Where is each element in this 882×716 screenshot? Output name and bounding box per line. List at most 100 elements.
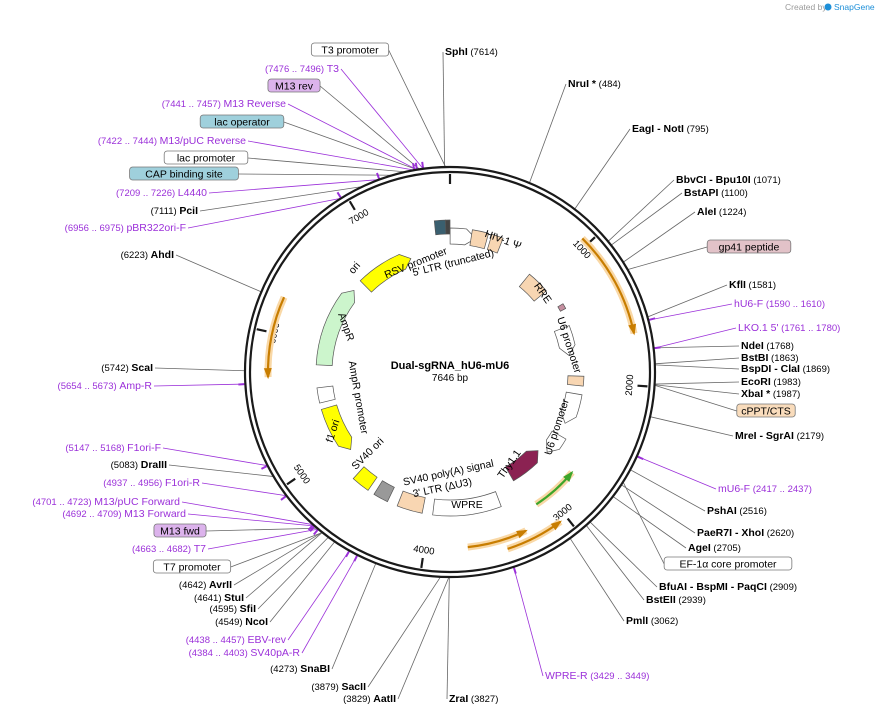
snapgene-logo-icon [824, 3, 832, 11]
site-leader-line [585, 525, 645, 601]
feature-label-ampr-promoter: AmpR promoter [346, 360, 371, 436]
feature-box-gp41-peptide: gp41 peptide [706, 239, 792, 254]
site-leader-line [175, 254, 262, 293]
site-label-stui: (4641) StuI [194, 592, 244, 604]
site-label-xbai: XbaI * (1987) [741, 388, 800, 400]
primer-binding-mark [280, 495, 287, 501]
feature-hu6-promoter-arrow [553, 325, 576, 356]
site-leader-line [442, 51, 446, 168]
primer-label-amp-r: (5654 .. 5673) Amp-R [58, 380, 153, 392]
site-leader-line [269, 541, 336, 623]
site-label-draiii: (5083) DraIII [111, 459, 167, 471]
site-leader-line [589, 521, 658, 588]
primer-leader-line [181, 501, 314, 526]
site-label-avrii: (4642) AvrII [179, 579, 232, 591]
site-leader-line [607, 179, 675, 242]
primer-label-mu6-f: mU6-F (2417 .. 2437) [718, 483, 812, 495]
tick-label: 7000 [347, 207, 371, 227]
feature-thy11-arrow [504, 450, 539, 482]
feature-block-lac [433, 219, 447, 236]
primer-leader-line [653, 327, 737, 349]
site-label-ncoi: (4549) NcoI [215, 616, 268, 628]
site-label-sphi: SphI (7614) [445, 46, 498, 58]
site-label-paer7i: PaeR7I - XhoI (2620) [697, 527, 794, 539]
backbone-inner [248, 170, 652, 574]
feature-hiv1-psi [486, 233, 504, 254]
orf-arc-green [534, 470, 575, 508]
site-leader-line [649, 416, 734, 437]
site-label-bbvci: BbvCI - Bpu10I (1071) [676, 174, 781, 186]
site-leader-line [622, 211, 696, 263]
site-label-aatii: (3829) AatII [343, 693, 396, 705]
site-leader-line [610, 192, 683, 246]
site-label-bspdi: BspDI - ClaI (1869) [741, 363, 830, 375]
feature-box-lac-operator: lac operator [199, 114, 285, 129]
tick-mark [286, 477, 296, 486]
feature-mu6-promoter-arrow [560, 391, 583, 424]
feature-box-t3-promoter: T3 promoter [310, 42, 390, 57]
site-label-bsteii: BstEII (2939) [646, 594, 706, 606]
feature-box-text: gp41 peptide [719, 242, 780, 254]
site-label-scai: (5742) ScaI [101, 362, 153, 374]
tick-label: 2000 [624, 374, 637, 396]
primer-binding-mark [637, 455, 644, 461]
primer-binding-mark [414, 162, 418, 169]
feature-block-t3 [445, 219, 451, 235]
site-leader-line [574, 128, 631, 210]
site-label-ndei: NdeI (1768) [741, 340, 794, 352]
site-leader-line [233, 531, 323, 586]
backbone-outer [243, 165, 657, 579]
feature-sv40-polya [373, 480, 395, 503]
site-label-pcii: (7111) PciI [151, 205, 198, 217]
plasmid-size: 7646 bp [432, 373, 469, 384]
primer-label-ebv-rev: (4438 .. 4457) EBV-rev [186, 634, 287, 646]
site-leader-line [654, 364, 740, 370]
site-leader-line [199, 186, 363, 212]
primer-binding-mark [260, 465, 268, 470]
site-label-bstapi: BstAPI (1100) [684, 187, 748, 199]
site-label-eagi: EagI - NotI (795) [632, 123, 709, 135]
feature-box-m13-fwd: M13 fwd [153, 523, 207, 538]
primer-leader-line [340, 68, 424, 170]
site-leader-line [630, 469, 706, 512]
feature-box-cap-binding-site: CAP binding site [129, 166, 239, 181]
tick-label: 4000 [413, 544, 436, 558]
site-leader-line [245, 532, 323, 599]
box-leader-line [247, 157, 406, 173]
primer-label-m13-puc-reverse: (7422 .. 7444) M13/pUC Reverse [98, 135, 246, 147]
feature-box-text: lac operator [214, 117, 270, 129]
site-leader-line [654, 381, 740, 385]
site-leader-line [331, 562, 377, 670]
feature-box-text: CAP binding site [145, 169, 223, 181]
feature-box-text: T7 promoter [163, 562, 221, 574]
feature-wpre [432, 491, 502, 517]
feature-box-text: T3 promoter [321, 45, 379, 57]
primer-binding-mark [336, 191, 342, 198]
feature-f1-ori-arrow [320, 404, 353, 450]
feature-box-text: cPPT/CTS [741, 406, 791, 418]
primer-leader-line [287, 103, 418, 171]
box-leader-line [230, 532, 323, 568]
primer-binding-mark [353, 555, 358, 562]
primer-leader-line [208, 179, 380, 194]
primer-leader-line [636, 455, 717, 490]
primer-label-m13-reverse: (7441 .. 7457) M13 Reverse [162, 98, 286, 110]
primer-binding-mark [313, 529, 319, 536]
primer-binding-mark [307, 524, 314, 531]
tick-mark [637, 384, 648, 388]
feature-box-text: M13 fwd [160, 526, 200, 538]
feature-box-t7-promoter: T7 promoter [152, 559, 232, 574]
orf-arc-2 [506, 518, 563, 553]
primer-label-sv40pa-r: (4384 .. 4403) SV40pA-R [189, 647, 301, 659]
primer-leader-line [153, 383, 246, 387]
site-leader-line [653, 345, 740, 349]
site-leader-line [397, 576, 450, 700]
feature-box-text: M13 rev [275, 81, 314, 93]
primer-leader-line [187, 197, 342, 229]
credit-brand: SnapGene [834, 2, 875, 12]
primer-leader-line [207, 528, 319, 550]
tick-mark [348, 200, 356, 211]
site-label-sacii: (3879) SacII [311, 681, 366, 693]
primer-leader-line [301, 554, 358, 654]
feature-box-text: EF-1α core promoter [679, 559, 777, 571]
